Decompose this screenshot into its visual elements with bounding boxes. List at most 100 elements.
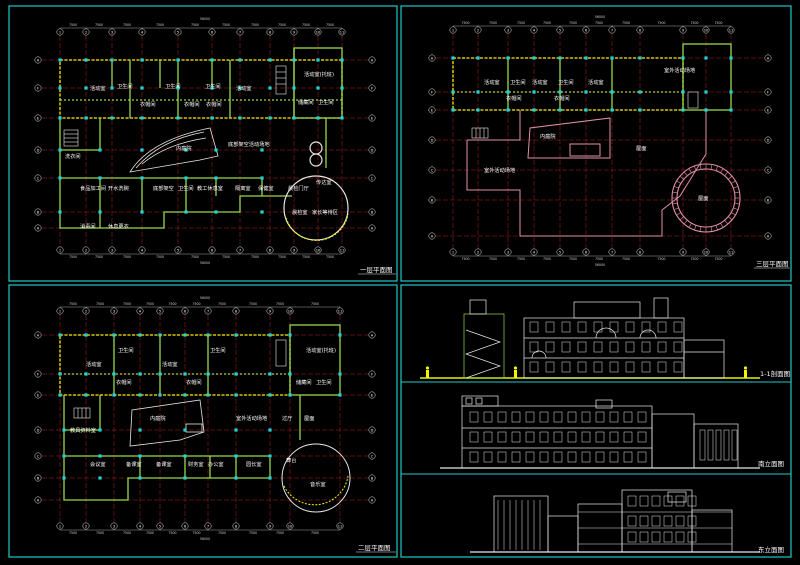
dimension-text: 7500 xyxy=(69,302,77,306)
window xyxy=(609,411,619,423)
window xyxy=(593,341,603,353)
structural-column xyxy=(84,333,88,337)
window xyxy=(663,515,673,527)
drawing-title: 南立面图 xyxy=(758,459,784,468)
third-floor-plan: 活动室 卫生间 活动室 卫生间 活动室 室外活动场地 衣帽间 衣帽间 内庭院 屋… xyxy=(428,15,790,269)
window xyxy=(539,431,549,443)
axis-number: 3 xyxy=(113,524,115,528)
window xyxy=(553,451,563,463)
room-label: 衣帽间 xyxy=(506,94,522,102)
structural-column xyxy=(506,56,510,60)
structural-column xyxy=(558,108,562,112)
axis-bubble xyxy=(204,522,212,530)
axis-bubble xyxy=(636,248,644,256)
ring-tick xyxy=(699,226,702,232)
axis-letter: A xyxy=(37,333,40,337)
axis-number: 8 xyxy=(639,28,642,32)
structural-column xyxy=(110,116,114,120)
axis-bubble xyxy=(138,28,146,36)
axis-bubble xyxy=(530,248,538,256)
dimension-text: 7500 xyxy=(543,21,551,25)
axis-letter: A xyxy=(37,58,40,62)
axis-number: 6 xyxy=(184,309,187,313)
dimension-text: 7500 xyxy=(517,21,525,25)
window xyxy=(525,431,535,443)
axis-number: 6 xyxy=(184,524,187,528)
dimension-text: 7500 xyxy=(156,23,164,27)
room-label: 办公室 xyxy=(208,460,224,468)
axis-number: 9 xyxy=(293,30,296,34)
axis-bubble xyxy=(34,452,42,460)
window xyxy=(641,321,651,333)
window xyxy=(625,321,635,333)
axis-number: 5 xyxy=(159,524,161,528)
axis-number: 5 xyxy=(177,248,179,252)
dimension-text: 7500 xyxy=(123,23,131,27)
structural-column xyxy=(234,476,238,480)
axis-letter: A xyxy=(371,333,374,337)
structural-column xyxy=(110,58,114,62)
dimension-text: 7500 xyxy=(251,255,259,259)
axis-bubble xyxy=(314,28,322,36)
room-label: 内庭院 xyxy=(176,144,192,152)
structural-column xyxy=(210,116,214,120)
structural-column xyxy=(340,58,344,62)
structural-column xyxy=(98,476,102,480)
axis-bubble xyxy=(34,224,42,232)
dimension-text: 7500 xyxy=(326,23,334,27)
axis-number: 4 xyxy=(139,524,142,528)
drawing-title: 1-1剖面图 xyxy=(760,369,790,378)
room-label: 保健室 xyxy=(258,184,274,192)
axis-bubble xyxy=(368,452,376,460)
axis-number: 1 xyxy=(452,250,454,254)
window xyxy=(581,431,591,443)
structural-column xyxy=(532,56,536,60)
axis-bubble xyxy=(290,28,298,36)
window xyxy=(673,361,683,373)
window xyxy=(657,321,667,333)
room-label: 衣帽间 xyxy=(186,378,202,386)
room-label: 衣帽间 xyxy=(140,100,156,108)
structural-column xyxy=(58,86,62,90)
dimension-text: 7500 xyxy=(168,302,176,306)
axis-letter: F xyxy=(431,90,433,94)
structural-column xyxy=(268,454,272,458)
axis-number: 9 xyxy=(682,28,685,32)
window xyxy=(511,451,521,463)
room-label: 底部架空活动场地 xyxy=(228,140,270,148)
axis-number: 7 xyxy=(239,30,241,34)
window xyxy=(497,431,507,443)
dimension-text: 7500 xyxy=(222,255,230,259)
ring-tick xyxy=(679,216,684,221)
axis-letter: D xyxy=(37,148,40,152)
dimension-text: 7500 xyxy=(123,531,131,535)
structural-column xyxy=(138,393,142,397)
axis-bubble xyxy=(504,26,512,34)
room-label: 教工休息室 xyxy=(197,184,223,192)
axis-bubble xyxy=(34,331,42,339)
window xyxy=(673,341,683,353)
room-label: 卫生间 xyxy=(117,82,133,90)
window xyxy=(581,411,591,423)
axis-bubble xyxy=(702,248,710,256)
structural-column xyxy=(316,116,320,120)
ring-tick xyxy=(733,207,739,210)
axis-number: 4 xyxy=(141,30,144,34)
axis-number: 10 xyxy=(704,250,709,254)
axis-number: 6 xyxy=(211,248,214,252)
axis-bubble xyxy=(34,391,42,399)
axis-bubble xyxy=(336,307,344,315)
structural-column xyxy=(704,108,708,112)
axis-bubble xyxy=(110,522,118,530)
axis-bubble xyxy=(82,246,90,254)
window xyxy=(561,341,571,353)
axis-letter: E xyxy=(371,393,374,397)
ring-tick xyxy=(683,171,688,176)
axis-bubble xyxy=(428,106,436,114)
axis-number: 11 xyxy=(729,250,734,254)
axis-letter: F xyxy=(371,372,373,376)
axis-letter: A xyxy=(767,56,770,60)
ring-tick xyxy=(676,180,682,184)
axis-number: 10 xyxy=(288,524,293,528)
structural-column xyxy=(340,116,344,120)
